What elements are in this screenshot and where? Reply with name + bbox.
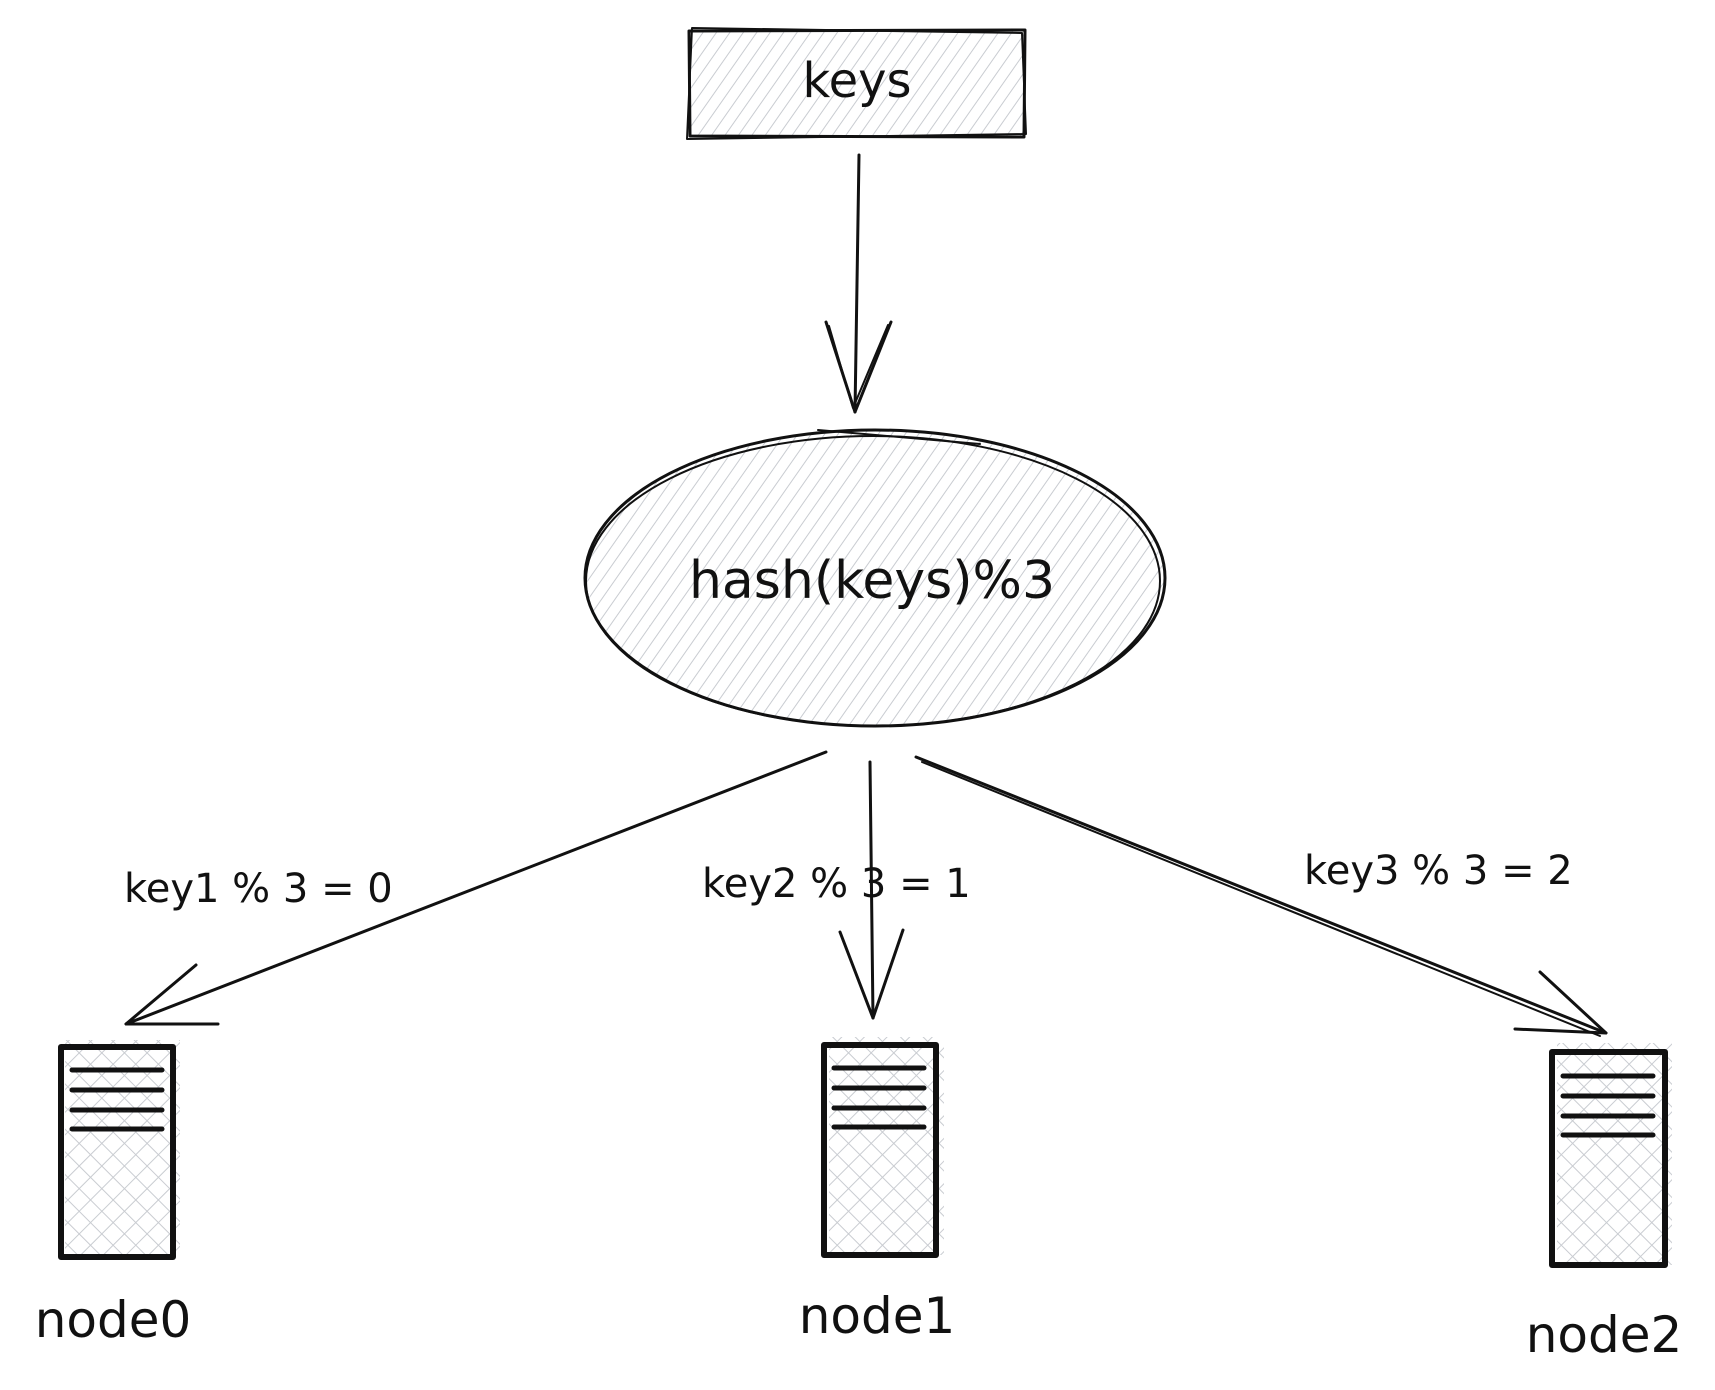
hash-function-label: hash(keys)%3 [689, 551, 1055, 611]
edge-node2-arrow [914, 755, 1608, 1037]
node1-label: node1 [799, 1287, 956, 1345]
hash-function-ellipse: hash(keys)%3 [583, 428, 1167, 728]
edge-label-node0: key1 % 3 = 0 [124, 866, 393, 912]
edge-label-node1: key2 % 3 = 1 [702, 861, 971, 907]
edge-node1-arrow [838, 760, 905, 1020]
keys-label: keys [802, 53, 911, 109]
node0-label: node0 [35, 1291, 192, 1349]
node2-label: node2 [1526, 1306, 1683, 1364]
server-icon-node2 [1549, 1043, 1672, 1268]
edge-node0-arrow [124, 750, 828, 1026]
server-icon-node1 [821, 1037, 944, 1258]
keys-box: keys [686, 27, 1027, 140]
server-icon-node0 [58, 1040, 180, 1260]
edge-label-node2: key3 % 3 = 2 [1304, 848, 1573, 894]
keys-to-hash-arrow [824, 153, 893, 414]
